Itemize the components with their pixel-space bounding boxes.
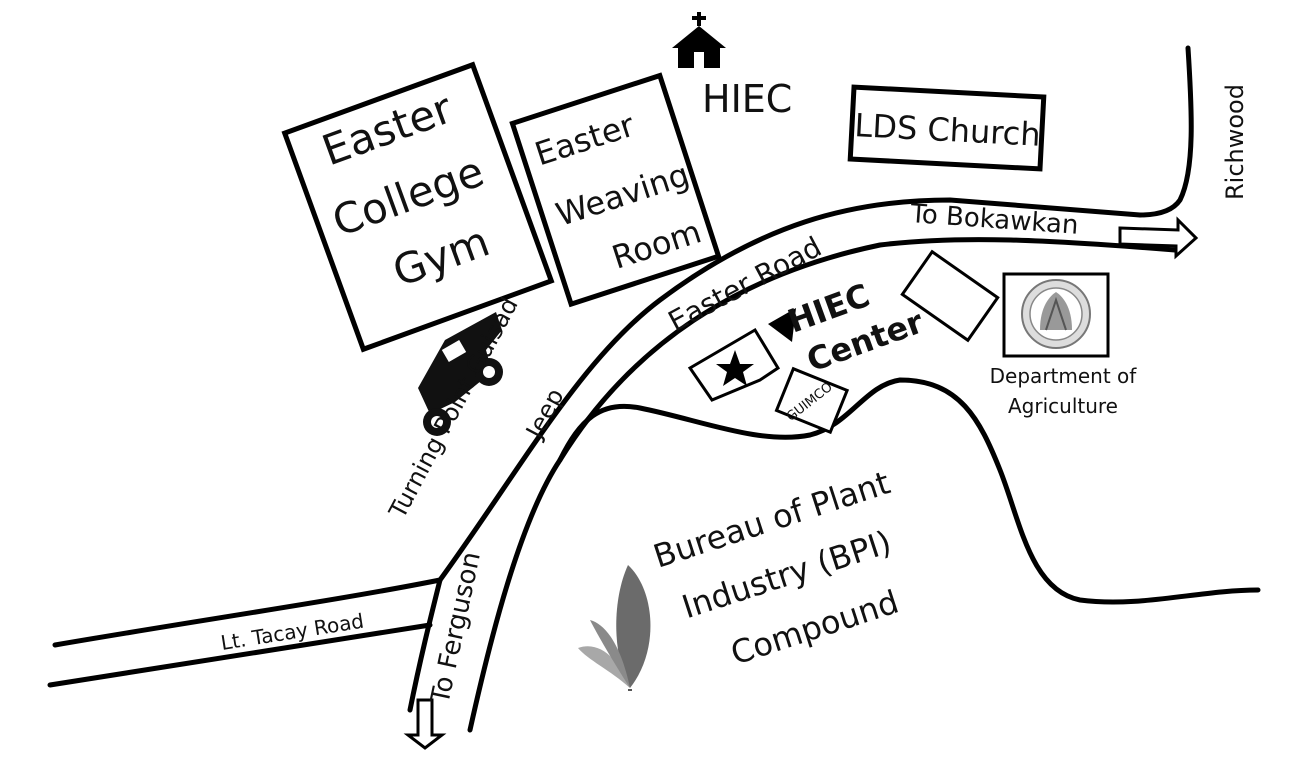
easter-weaving-room[interactable]: Easter Weaving Room [509,72,722,308]
ferguson-road-left-edge [407,577,443,713]
leaf-logo-icon [578,565,651,691]
easter-road-upper-edge [437,197,1143,583]
lt-tacay-road-lower-edge [47,622,433,688]
ferguson-arrow [403,698,447,750]
department-of-agriculture-label-1: Department of [990,364,1138,388]
lds-church[interactable]: LDS Church [847,84,1047,172]
bpi-compound-boundary [557,377,1261,605]
to-bokawkan-label: To Bokawkan [909,199,1080,241]
triangle-pointer-icon [768,308,796,342]
department-of-agriculture-label-2: Agriculture [1008,394,1118,418]
hiec-top-label: HIEC [702,77,792,121]
unlabeled-building[interactable] [900,249,1000,343]
star-icon [716,350,754,386]
easter-road-lower-edge [467,237,1178,733]
bokawkan-arrow [1118,216,1199,260]
department-of-agriculture[interactable]: Department of Agriculture [990,272,1138,418]
guimco-building[interactable]: GUIMCO [774,366,850,435]
lt-tacay-road-upper-edge [52,577,443,648]
to-ferguson-label: To Ferguson [425,549,487,707]
bpi-compound[interactable]: Bureau of Plant Industry (BPI) Compound [649,463,903,672]
agriculture-seal-icon [1021,279,1091,349]
roads [47,45,1199,750]
jeep-icon [418,312,503,436]
richwood-road [1137,45,1194,218]
jeep-label: Jeep [520,384,570,445]
easter-college-gym[interactable]: Easter College Gym [281,61,555,353]
church-icon [672,12,726,68]
richwood-label: Richwood [1221,84,1249,200]
